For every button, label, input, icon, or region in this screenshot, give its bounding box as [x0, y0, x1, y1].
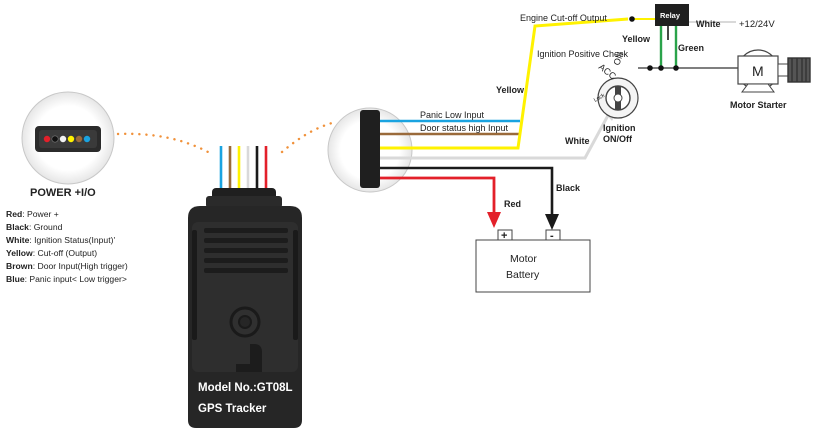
- wire-white: [380, 107, 614, 160]
- arrow-red-to-battery: [487, 212, 501, 228]
- legend-color-name: Black: [6, 222, 29, 232]
- ignition-switch: [597, 77, 639, 119]
- callout-dots-right: [280, 120, 338, 154]
- device-type-label: GPS Tracker: [198, 403, 267, 415]
- device-model-label: Model No.:GT08L: [198, 382, 293, 394]
- power-connector-callout: [21, 91, 115, 185]
- pin-brown: [75, 135, 83, 143]
- legend-row-black: Black: Ground: [6, 221, 216, 234]
- wire-label-white-relay: White: [696, 19, 721, 29]
- ignition-check-label: Ignition Positive Check: [537, 49, 629, 59]
- device-wires: [219, 146, 268, 192]
- legend-color-name: Red: [6, 209, 23, 219]
- battery-plus-label: +: [501, 230, 507, 242]
- battery-sub: Battery: [506, 269, 540, 281]
- legend-desc: : Door Input(High trigger): [32, 261, 128, 271]
- wire-label-green: Green: [678, 43, 704, 53]
- battery-name: Motor: [510, 253, 537, 265]
- legend-row-blue: Blue: Panic input< Low trigger>: [6, 273, 216, 286]
- ignition-key-on: ON: [611, 51, 625, 67]
- callout-dots: [116, 120, 338, 154]
- wire-label-yellow: Yellow: [496, 85, 525, 95]
- legend-desc: : Panic input< Low trigger>: [24, 274, 127, 284]
- motor-starter: [737, 49, 811, 93]
- pin-blue: [83, 135, 91, 143]
- supply-voltage-label: +12/24V: [739, 19, 775, 30]
- pin-red: [43, 135, 51, 143]
- harness-connector: [360, 110, 380, 188]
- harness-callout: [327, 107, 413, 193]
- panic-input-label: Panic Low Input: [420, 110, 485, 120]
- legend-row-yellow: Yellow: Cut-off (Output): [6, 247, 216, 260]
- legend-desc: : Ignition Status(Input)': [29, 235, 116, 245]
- motor-letter: M: [752, 63, 764, 79]
- ignition-title: Ignition: [603, 123, 636, 133]
- relay-label: Relay: [660, 11, 681, 20]
- legend-row-white: White: Ignition Status(Input)': [6, 234, 216, 247]
- legend-color-name: Yellow: [6, 248, 33, 258]
- legend-color-name: Blue: [6, 274, 25, 284]
- junctions: [629, 16, 740, 71]
- power-io-title: POWER +I/O: [30, 187, 96, 199]
- legend-color-name: White: [6, 235, 30, 245]
- callout-dots-left: [116, 132, 210, 154]
- door-input-label: Door status high Input: [420, 123, 509, 133]
- motor-starter-label: Motor Starter: [730, 100, 787, 110]
- ignition-key-lock: Lock: [593, 93, 606, 104]
- relay: [632, 4, 736, 68]
- wire-label-white: White: [565, 136, 590, 146]
- battery-minus-terminal: [545, 229, 561, 241]
- arrow-black-to-battery: [545, 214, 559, 230]
- legend-color-name: Brown: [6, 261, 33, 271]
- wire-yellow: [380, 17, 629, 150]
- legend-row-red: Red: Power +: [6, 208, 216, 221]
- pin-yellow: [67, 135, 75, 143]
- engine-cutoff-label: Engine Cut-off Output: [520, 13, 607, 23]
- legend-desc: : Ground: [28, 222, 63, 232]
- motor-battery: [475, 229, 591, 293]
- battery-minus-label: -: [550, 230, 554, 242]
- gps-tracker-device: [188, 188, 302, 428]
- wire-label-yellow-relay: Yellow: [622, 34, 651, 44]
- legend-row-brown: Brown: Door Input(High trigger): [6, 260, 216, 273]
- pin-white: [59, 135, 67, 143]
- wire-label-black: Black: [556, 183, 581, 193]
- harness-wires: [380, 17, 629, 218]
- ignition-status: ON/Off: [603, 134, 633, 144]
- wire-black: [380, 166, 554, 218]
- wire-red: [380, 176, 496, 214]
- legend-desc: : Cut-off (Output): [32, 248, 98, 258]
- battery-plus-terminal: [497, 229, 513, 241]
- wire-color-legend: Red: Power + Black: Ground White: Igniti…: [6, 208, 216, 286]
- pin-black: [51, 135, 59, 143]
- wire-label-red: Red: [504, 199, 521, 209]
- legend-desc: : Power +: [22, 209, 59, 219]
